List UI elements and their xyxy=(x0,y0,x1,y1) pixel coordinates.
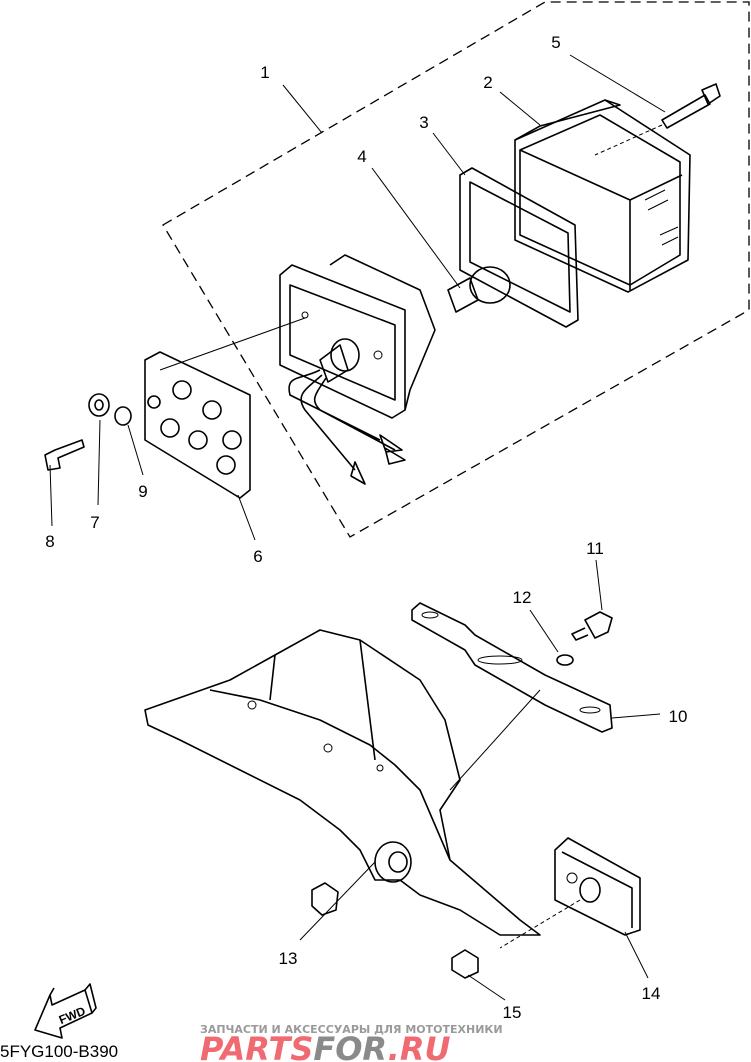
callout-8: 8 xyxy=(45,532,54,551)
watermark: ЗАПЧАСТИ И АКСЕССУАРЫ ДЛЯ МОТОТЕХНИКИ PA… xyxy=(200,1023,503,1062)
reflector-plate xyxy=(144,351,251,499)
gasket xyxy=(459,167,579,328)
rear-reflector xyxy=(554,837,641,936)
lamp-housing xyxy=(279,254,436,485)
bulb xyxy=(447,266,511,313)
callout-5: 5 xyxy=(551,33,560,52)
callout-10: 10 xyxy=(669,707,688,726)
bolt-11 xyxy=(571,611,613,641)
washer-nut-bolt xyxy=(44,393,132,471)
callout-7: 7 xyxy=(90,513,99,532)
license-bracket xyxy=(411,602,613,733)
assembly-boundary xyxy=(162,1,750,538)
watermark-brand: PARTSFOR.RU xyxy=(200,1030,450,1062)
rear-fender xyxy=(144,629,541,936)
diagram-code: 5FYG100-B390 xyxy=(0,1042,119,1061)
watermark-tagline: ЗАПЧАСТИ И АКСЕССУАРЫ ДЛЯ МОТОТЕХНИКИ xyxy=(200,1023,503,1036)
fwd-label: FWD xyxy=(57,1004,88,1027)
fwd-arrow-icon: FWD xyxy=(34,983,97,1039)
callout-labels: 1 2 3 4 5 6 7 8 9 10 11 12 13 14 15 xyxy=(45,33,687,1022)
callout-11: 11 xyxy=(586,539,604,558)
nut-13 xyxy=(311,882,339,916)
callout-13: 13 xyxy=(279,949,298,968)
callout-14: 14 xyxy=(642,984,661,1003)
lens-cover xyxy=(514,99,691,293)
callout-9: 9 xyxy=(138,482,147,501)
callout-12: 12 xyxy=(513,588,532,607)
bolt xyxy=(661,83,721,129)
callout-3: 3 xyxy=(419,113,428,132)
nut-15 xyxy=(451,949,479,979)
callout-6: 6 xyxy=(253,547,262,566)
leader-lines xyxy=(49,54,666,1001)
callout-4: 4 xyxy=(357,147,366,166)
callout-15: 15 xyxy=(503,1003,522,1022)
washer-12 xyxy=(556,654,574,666)
callout-1: 1 xyxy=(260,63,269,82)
callout-2: 2 xyxy=(483,73,492,92)
